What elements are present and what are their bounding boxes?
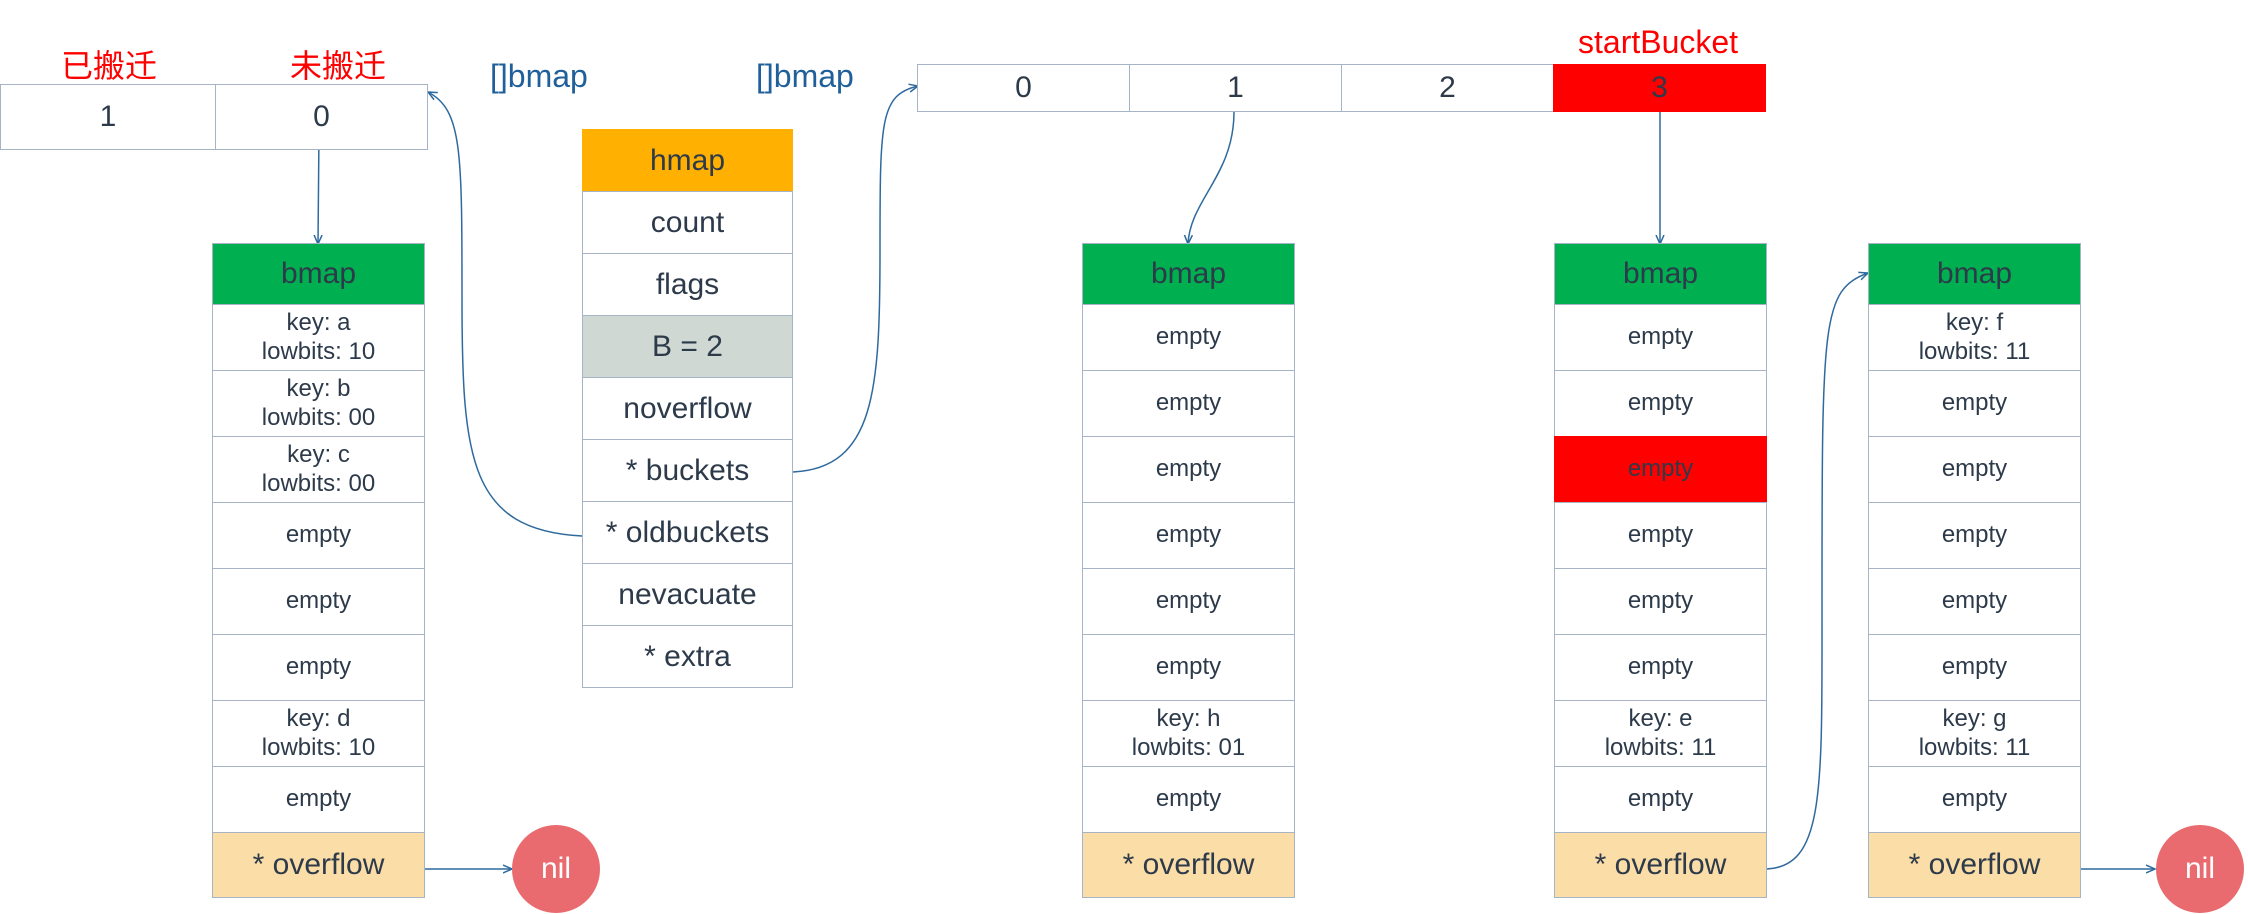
bmap-overflow-pointer: * overflow	[1082, 832, 1295, 898]
migrated-label: 已搬迁	[61, 48, 158, 84]
hmap-field-count: count	[582, 191, 793, 254]
bmap-slot: empty	[1082, 502, 1295, 569]
bmap-header: bmap	[1554, 243, 1767, 305]
hmap-field-flags: flags	[582, 253, 793, 316]
bmap-overflow-pointer: * overflow	[1868, 832, 2081, 898]
old-array-cell: 0	[215, 84, 428, 150]
new-array-type-label: []bmap	[756, 58, 854, 94]
bmap-header: bmap	[1082, 243, 1295, 305]
hmap-field-extra: * extra	[582, 625, 793, 688]
bmap-slot: empty	[1082, 634, 1295, 701]
bmap-slot: empty	[212, 502, 425, 569]
bmap-slot: empty	[1554, 304, 1767, 371]
bmap-slot: empty	[212, 634, 425, 701]
new-bucket-3-bmap: bmap empty empty empty empty empty empty…	[1554, 243, 1767, 898]
bmap-slot: empty	[212, 568, 425, 635]
old-bucket-array: 1 0	[0, 84, 429, 150]
hmap-field-oldbuckets: * oldbuckets	[582, 501, 793, 564]
bmap-slot: empty	[1082, 370, 1295, 437]
bmap-slot: empty	[1554, 634, 1767, 701]
arrow-buckets-to-new-array	[792, 86, 918, 473]
bmap-slot: empty	[1868, 766, 2081, 833]
new-bucket-1-bmap: bmap empty empty empty empty empty empty…	[1082, 243, 1295, 898]
new-array-cell: 2	[1341, 64, 1554, 112]
bmap-slot: empty	[1554, 370, 1767, 437]
hmap-field-noverflow: noverflow	[582, 377, 793, 440]
hmap-field-b: B = 2	[582, 315, 793, 378]
old-array-type-label: []bmap	[490, 58, 588, 94]
bmap-slot: empty	[1082, 766, 1295, 833]
bmap-header: bmap	[1868, 243, 2081, 305]
bmap-slot: empty	[1868, 370, 2081, 437]
bmap-slot: empty	[1554, 502, 1767, 569]
bmap-overflow-pointer: * overflow	[212, 832, 425, 898]
bmap-slot-highlighted: empty	[1554, 436, 1767, 503]
old-array-cell: 1	[0, 84, 216, 150]
bmap-slot: empty	[1082, 568, 1295, 635]
hmap-title: hmap	[582, 129, 793, 192]
bmap-slot: empty	[212, 766, 425, 833]
bmap-slot: empty	[1868, 436, 2081, 503]
not-migrated-label: 未搬迁	[290, 48, 387, 84]
bmap-slot: empty	[1554, 568, 1767, 635]
bmap-slot: empty	[1868, 568, 2081, 635]
new-array-cell-start-bucket: 3	[1553, 64, 1766, 112]
arrow-oldbuckets-to-old-array	[428, 92, 583, 537]
bmap-header: bmap	[212, 243, 425, 305]
new-array-cell: 1	[1129, 64, 1342, 112]
start-bucket-label: startBucket	[1578, 24, 1739, 60]
hmap-field-nevacuate: nevacuate	[582, 563, 793, 626]
bmap-slot: empty	[1868, 634, 2081, 701]
nil-node: nil	[2156, 825, 2244, 913]
nil-node: nil	[512, 825, 600, 913]
arrow-new1-to-bmap	[1188, 111, 1235, 244]
hmap-field-buckets: * buckets	[582, 439, 793, 502]
arrow-overflow-to-bmap	[1766, 273, 1868, 870]
bmap-slot: empty	[1554, 766, 1767, 833]
hmap-struct: hmap count flags B = 2 noverflow * bucke…	[582, 129, 793, 688]
bmap-overflow-pointer: * overflow	[1554, 832, 1767, 898]
bmap-slot: empty	[1082, 304, 1295, 371]
new-array-cell: 0	[917, 64, 1130, 112]
bmap-slot: empty	[1868, 502, 2081, 569]
new-bucket-array: 0 1 2 3	[917, 64, 1768, 112]
bmap-slot: empty	[1082, 436, 1295, 503]
